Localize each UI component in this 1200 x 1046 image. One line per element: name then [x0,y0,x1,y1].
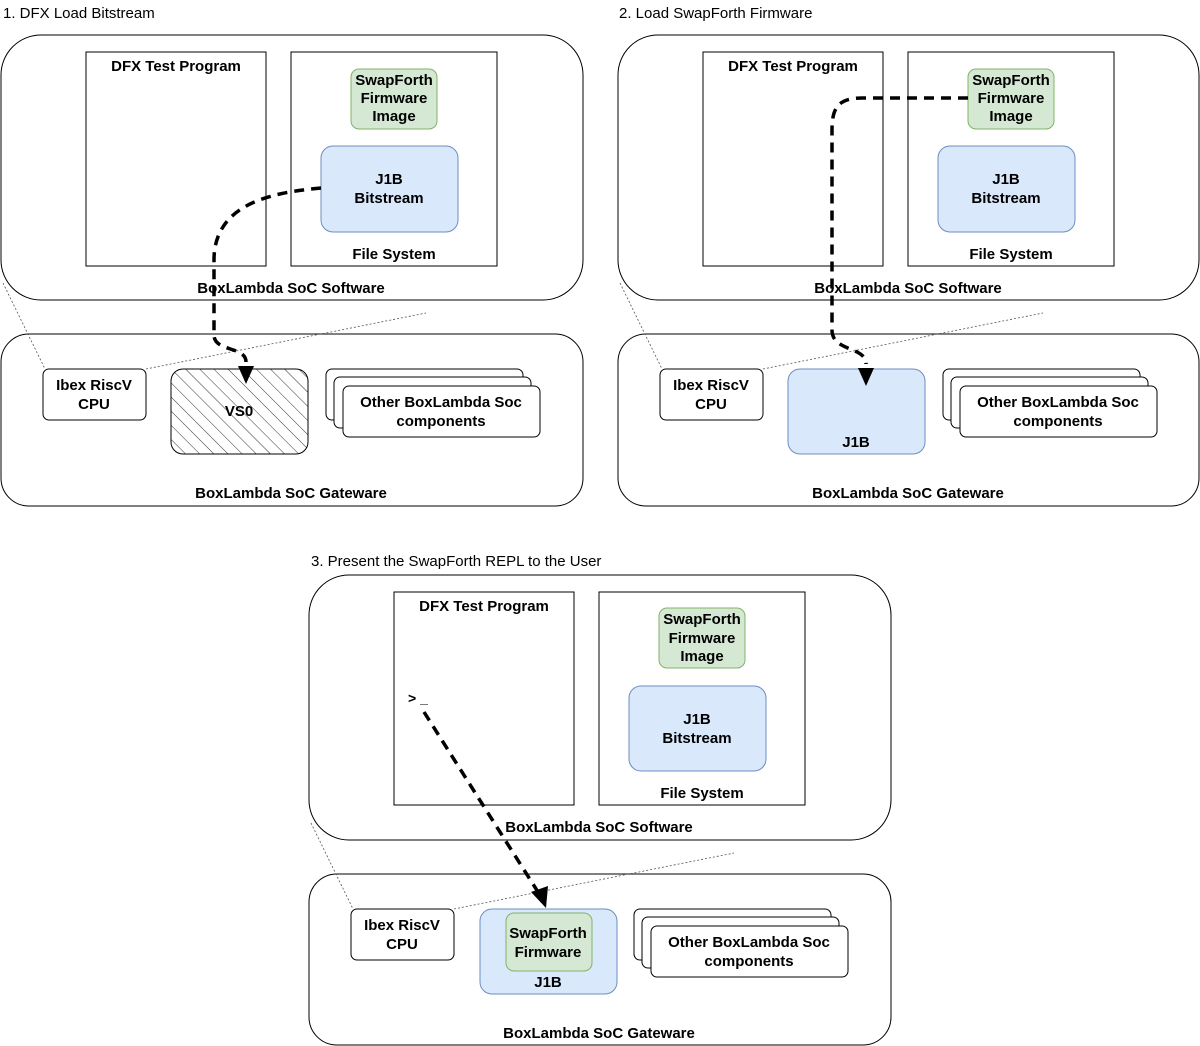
firmware-arrowhead [858,368,874,386]
dfx-test-program-box [85,51,267,267]
components-line2: components [704,953,793,970]
panel-2: 2. Load SwapForth Firmware DFX Test Prog… [617,5,1200,507]
swapforth-image-line1: SwapForth [663,611,741,628]
zoom-guide-right [453,852,735,910]
j1b-bitstream-box [320,145,459,233]
panel-1-title: 1. DFX Load Bitstream [3,5,155,22]
j1b-bitstream-line2: Bitstream [354,190,423,207]
swapforth-image-line1: SwapForth [972,72,1050,89]
components-box [959,385,1158,438]
j1b-bitstream-box [937,145,1076,233]
file-system-label: File System [969,246,1052,263]
components-line1: Other BoxLambda Soc [668,934,830,951]
panel-3: 3. Present the SwapForth REPL to the Use… [308,553,892,1046]
file-system-label: File System [660,785,743,802]
j1b-bitstream-line1: J1B [375,171,403,188]
load-arrowhead [238,366,254,384]
components-box [342,385,541,438]
swapforth-image-box [350,68,438,130]
ibex-cpu-box [350,908,455,961]
j1b-bitstream-box [628,685,767,772]
swapforth-image-line2: Firmware [978,90,1045,107]
firmware-arrow [830,96,968,365]
j1b-slot [787,368,926,455]
slot-firmware-line2: Firmware [515,944,582,961]
dfx-test-program-label: DFX Test Program [728,58,858,75]
software-label: BoxLambda SoC Software [197,280,385,297]
dfx-test-program-label: DFX Test Program [111,58,241,75]
j1b-bitstream-line1: J1B [992,171,1020,188]
ibex-cpu-line1: Ibex RiscV [673,377,749,394]
gateware-label: BoxLambda SoC Gateware [195,485,387,502]
j1b-slot-label: J1B [842,434,870,451]
swapforth-image-line3: Image [372,108,415,125]
ibex-cpu-line2: CPU [386,936,418,953]
ibex-cpu-line1: Ibex RiscV [56,377,132,394]
gateware-label: BoxLambda SoC Gateware [503,1025,695,1042]
j1b-slot-label: J1B [534,974,562,991]
swapforth-image-box [658,607,746,669]
file-system-label: File System [352,246,435,263]
software-label: BoxLambda SoC Software [505,819,693,836]
ibex-cpu-box [659,368,764,421]
panel-3-title: 3. Present the SwapForth REPL to the Use… [311,553,601,570]
swapforth-image-line1: SwapForth [355,72,433,89]
components-line2: components [1013,413,1102,430]
swapforth-image-line2: Firmware [669,630,736,647]
repl-arrowhead [531,886,548,908]
components-line2: components [396,413,485,430]
zoom-guide-right [762,312,1044,370]
software-label: BoxLambda SoC Software [814,280,1002,297]
j1b-bitstream-line1: J1B [683,711,711,728]
j1b-bitstream-line2: Bitstream [971,190,1040,207]
panel-1: 1. DFX Load Bitstream DFX Test Program S… [0,5,584,507]
panel-2-title: 2. Load SwapForth Firmware [619,5,812,22]
components-box [650,925,849,978]
ibex-cpu-line1: Ibex RiscV [364,917,440,934]
swapforth-image-line3: Image [680,648,723,665]
swapforth-image-line2: Firmware [361,90,428,107]
ibex-cpu-line2: CPU [695,396,727,413]
slot-firmware-box [505,912,593,972]
repl-prompt: > _ [408,690,428,706]
components-line1: Other BoxLambda Soc [360,394,522,411]
load-arrow [212,186,322,363]
slot-firmware-line1: SwapForth [509,925,587,942]
dfx-test-program-label: DFX Test Program [419,598,549,615]
gateware-label: BoxLambda SoC Gateware [812,485,1004,502]
j1b-bitstream-line2: Bitstream [662,730,731,747]
vs0-label: VS0 [225,403,253,420]
dfx-test-program-box [393,591,575,806]
swapforth-image-line3: Image [989,108,1032,125]
repl-arrow [422,711,540,893]
dfx-test-program-box [702,51,884,267]
ibex-cpu-box [42,368,147,421]
components-line1: Other BoxLambda Soc [977,394,1139,411]
zoom-guide-right [145,312,427,370]
ibex-cpu-line2: CPU [78,396,110,413]
